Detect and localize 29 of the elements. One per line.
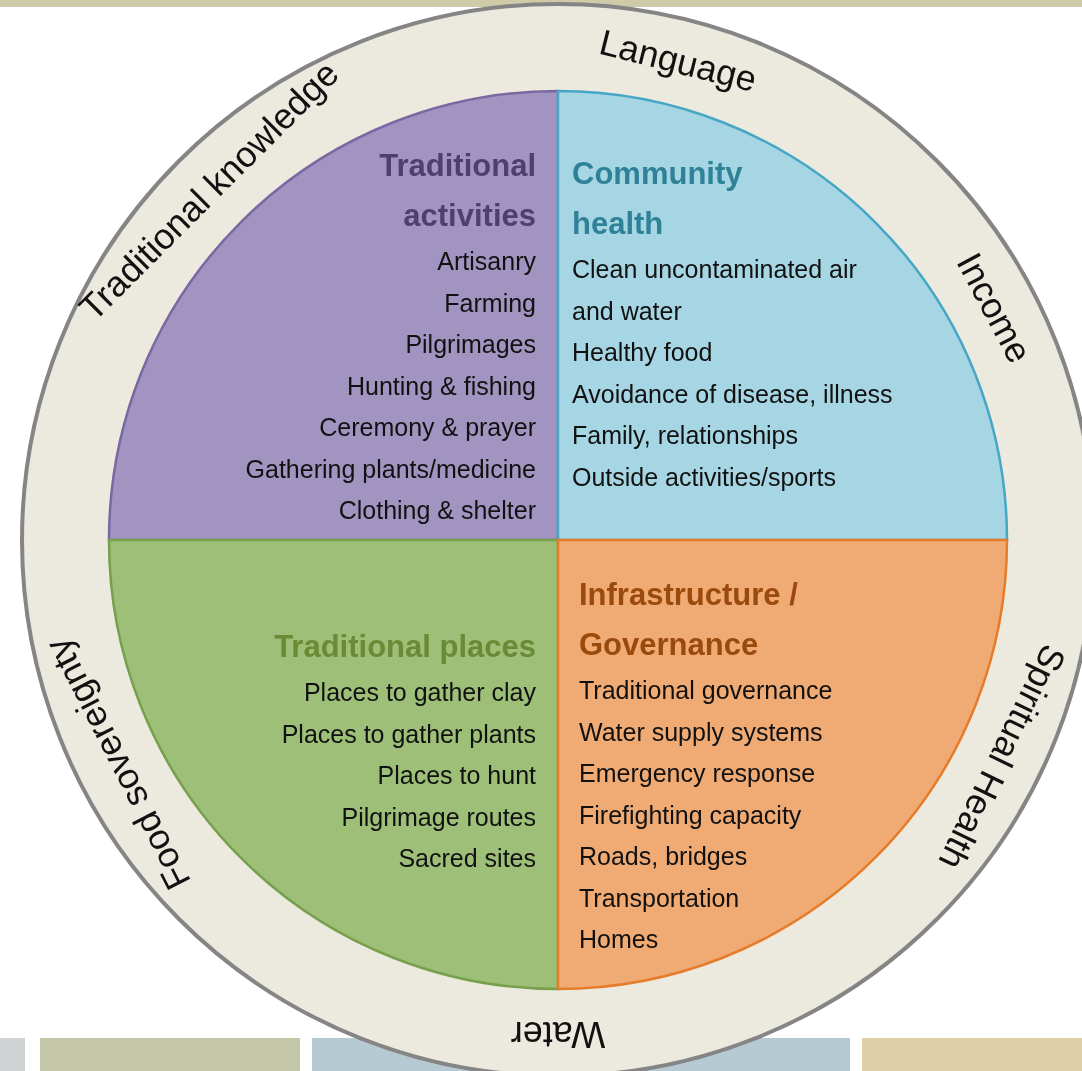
list-item: Transportation <box>579 882 740 914</box>
list-item: Family, relationships <box>572 420 798 451</box>
quadrant-heading: Infrastructure / Governance <box>579 576 799 664</box>
list-item: Clean uncontaminated air and water <box>572 254 858 327</box>
list-item: Water supply systems <box>579 716 823 748</box>
list-item: Emergency response <box>579 758 816 789</box>
list-item: Sacred sites <box>398 843 536 874</box>
list-item: Artisanry <box>437 246 536 277</box>
list-item: Pilgrimage routes <box>341 801 536 833</box>
list-item: Traditional governance <box>579 675 833 706</box>
ring-label: Water <box>510 1016 606 1052</box>
list-item: Pilgrimages <box>405 329 536 360</box>
list-item: Homes <box>579 924 659 955</box>
list-item: Places to gather plants <box>281 718 536 750</box>
list-item: Farming <box>444 287 536 319</box>
list-item: Ceremony & prayer <box>319 412 536 443</box>
list-item: Gathering plants/medicine <box>245 453 536 485</box>
list-item: Hunting & fishing <box>347 370 536 402</box>
list-item: Places to gather clay <box>303 677 536 708</box>
quadrant-heading: Traditional activities <box>378 147 536 235</box>
list-item: Roads, bridges <box>579 841 748 872</box>
list-item: Clothing & shelter <box>338 495 536 526</box>
list-item: Healthy food <box>572 337 713 368</box>
quadrant-heading: Community health <box>572 155 744 243</box>
list-item: Firefighting capacity <box>579 799 802 831</box>
list-item: Avoidance of disease, illness <box>572 378 893 410</box>
list-item: Places to hunt <box>377 760 536 791</box>
quadrant-heading: Traditional places <box>274 628 536 666</box>
list-item: Outside activities/sports <box>572 461 836 493</box>
